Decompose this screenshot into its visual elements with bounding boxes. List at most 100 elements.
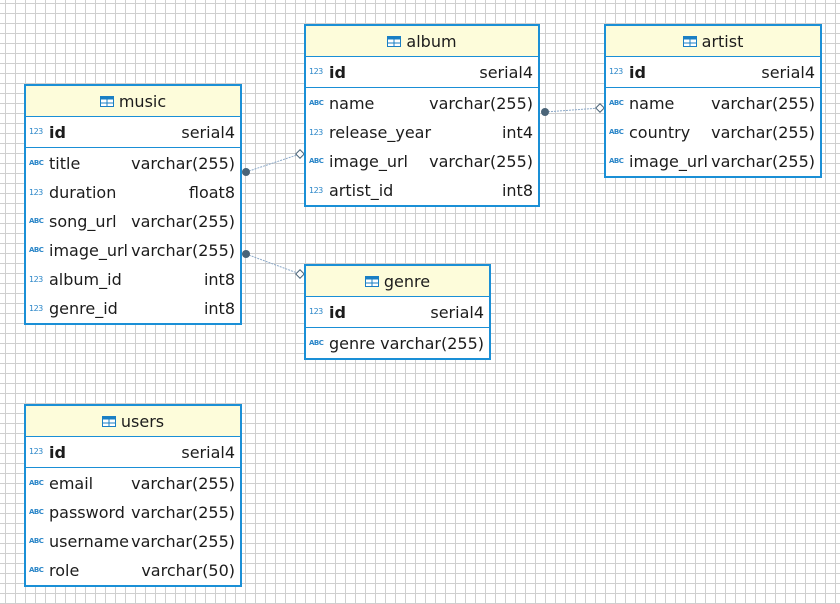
column-name: id — [49, 442, 66, 462]
text-type-icon: ABC — [29, 159, 44, 167]
primary-key-row[interactable]: 123 id serial4 — [306, 297, 489, 328]
one-end-diamond-icon — [295, 149, 305, 159]
text-type-icon: ABC — [29, 217, 44, 225]
one-end-diamond-icon — [595, 103, 605, 113]
column-left: 123 id — [309, 303, 346, 322]
numeric-key-icon: 123 — [309, 307, 323, 316]
table-icon — [387, 35, 402, 47]
entity-header: music — [26, 86, 240, 117]
text-type-icon: ABC — [29, 479, 44, 487]
column-left: ABC country — [609, 123, 690, 142]
column-row[interactable]: ABC image_url varchar(255) — [306, 147, 538, 176]
column-name: name — [629, 94, 675, 113]
many-end-dot-icon — [242, 168, 250, 176]
entity-header: users — [26, 406, 240, 437]
column-name: genre — [329, 334, 376, 353]
entity-title: music — [118, 91, 167, 111]
table-icon — [364, 275, 379, 287]
numeric-type-icon: 123 — [29, 274, 43, 284]
column-type: serial4 — [430, 302, 484, 322]
text-type-icon: ABC — [29, 246, 44, 254]
text-type-icon: ABC — [29, 566, 44, 574]
column-type: varchar(255) — [131, 241, 235, 260]
column-type: int8 — [203, 270, 235, 289]
column-left: ABC role — [29, 561, 79, 580]
column-type: varchar(255) — [429, 152, 533, 171]
relationship-line-album-artist[interactable] — [544, 107, 601, 113]
column-name: title — [49, 154, 81, 173]
text-type-icon: ABC — [309, 339, 324, 347]
column-left: ABC image_url — [29, 241, 128, 260]
numeric-key-icon: 123 — [29, 447, 43, 456]
numeric-type-icon: 123 — [309, 127, 323, 137]
relationship-line-music-album[interactable] — [245, 153, 301, 173]
column-type: int4 — [501, 123, 533, 142]
text-type-icon: ABC — [309, 157, 324, 165]
column-name: image_url — [49, 241, 128, 260]
column-left: ABC image_url — [309, 152, 408, 171]
column-name: id — [329, 302, 346, 322]
table-icon — [682, 35, 697, 47]
column-type: varchar(255) — [711, 94, 815, 113]
text-type-icon: ABC — [29, 537, 44, 545]
text-type-icon: ABC — [29, 508, 44, 516]
column-left: ABC genre — [309, 334, 375, 353]
column-name: image_url — [329, 152, 408, 171]
column-type: varchar(255) — [131, 212, 235, 231]
one-end-diamond-icon — [295, 269, 305, 279]
column-name: image_url — [629, 152, 708, 171]
column-left: 123 id — [29, 443, 66, 462]
column-name: artist_id — [329, 181, 394, 200]
column-type: serial4 — [479, 62, 533, 82]
column-name: role — [49, 561, 80, 580]
entity-header: album — [306, 26, 538, 57]
many-end-dot-icon — [541, 108, 549, 116]
relationship-line-music-genre[interactable] — [245, 253, 301, 275]
column-type: serial4 — [761, 62, 815, 82]
numeric-type-icon: 123 — [29, 303, 43, 313]
text-type-icon: ABC — [609, 128, 624, 136]
column-left: ABC title — [29, 154, 80, 173]
column-name: country — [629, 123, 691, 142]
